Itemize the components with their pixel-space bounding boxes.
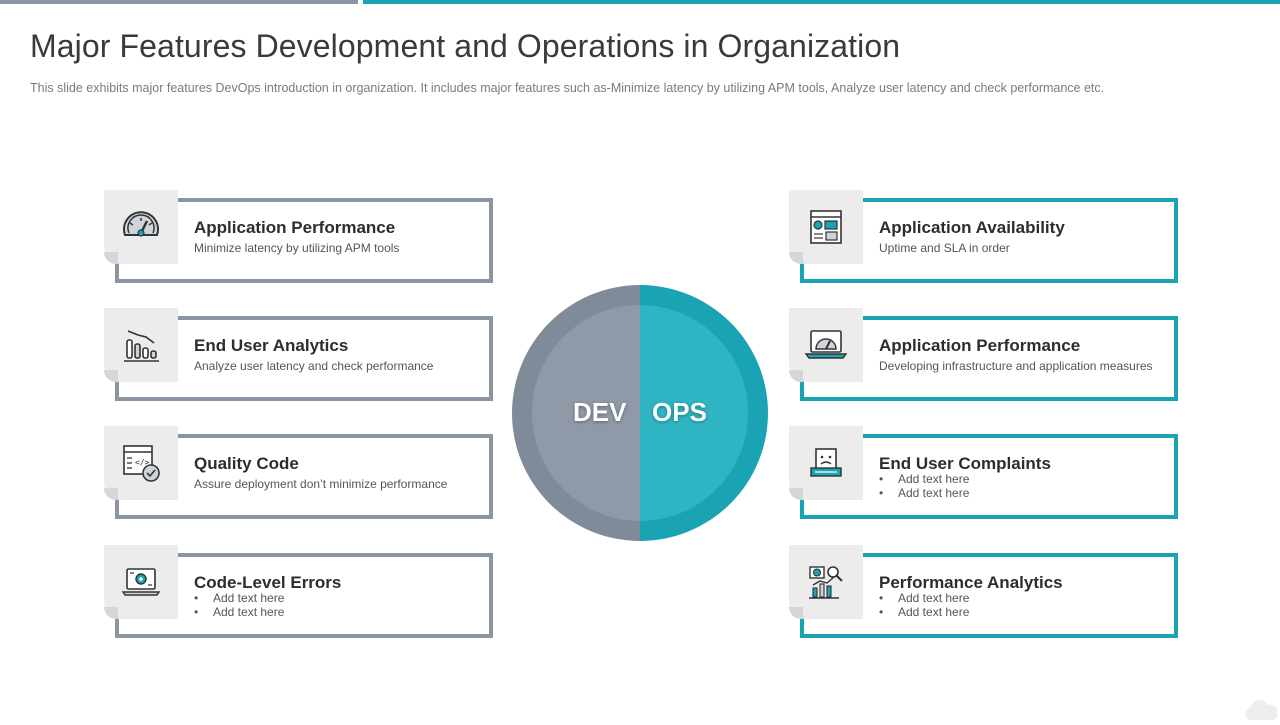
speedometer-icon bbox=[116, 202, 166, 252]
card-heading: End User Complaints bbox=[879, 454, 1051, 473]
dashboard-window-icon bbox=[801, 202, 851, 252]
card-bullet-list: Add text here Add text here bbox=[879, 591, 969, 619]
card-heading: End User Analytics bbox=[194, 336, 349, 355]
ops-card-application-availability: Application Availability Uptime and SLA … bbox=[789, 190, 1178, 283]
bar-chart-icon bbox=[116, 320, 166, 370]
list-item: Add text here bbox=[879, 472, 969, 486]
card-description: Developing infrastructure and applicatio… bbox=[879, 359, 1153, 373]
laptop-gear-icon bbox=[116, 557, 166, 607]
top-accent-bar-right bbox=[363, 0, 1280, 4]
ops-card-end-user-complaints: End User Complaints Add text here Add te… bbox=[789, 426, 1178, 519]
code-check-icon: </> bbox=[116, 438, 166, 488]
list-item: Add text here bbox=[879, 591, 969, 605]
card-description: Assure deployment don’t minimize perform… bbox=[194, 477, 448, 491]
dev-card-application-performance: Application Performance Minimize latency… bbox=[104, 190, 493, 283]
card-bullet-list: Add text here Add text here bbox=[194, 591, 284, 619]
top-accent-bar-left bbox=[0, 0, 358, 4]
devops-circle bbox=[512, 285, 768, 541]
svg-text:</>: </> bbox=[135, 458, 150, 467]
slide-subtitle: This slide exhibits major features DevOp… bbox=[30, 81, 1105, 95]
card-heading: Application Availability bbox=[879, 218, 1065, 237]
list-item: Add text here bbox=[194, 605, 284, 619]
ops-card-performance-analytics: Performance Analytics Add text here Add … bbox=[789, 545, 1178, 638]
card-heading: Quality Code bbox=[194, 454, 299, 473]
list-item: Add text here bbox=[879, 486, 969, 500]
sad-screen-icon bbox=[801, 438, 851, 488]
card-description: Analyze user latency and check performan… bbox=[194, 359, 434, 373]
card-description: Minimize latency by utilizing APM tools bbox=[194, 241, 400, 255]
dev-card-end-user-analytics: End User Analytics Analyze user latency … bbox=[104, 308, 493, 401]
dev-card-code-level-errors: Code-Level Errors Add text here Add text… bbox=[104, 545, 493, 638]
dev-card-quality-code: </> Quality Code Assure deployment don’t… bbox=[104, 426, 493, 519]
cloud-icon bbox=[1243, 693, 1279, 720]
analytics-icon bbox=[801, 557, 851, 607]
laptop-gauge-icon bbox=[801, 320, 851, 370]
card-heading: Application Performance bbox=[879, 336, 1081, 355]
ops-card-application-performance: Application Performance Developing infra… bbox=[789, 308, 1178, 401]
list-item: Add text here bbox=[194, 591, 284, 605]
card-bullet-list: Add text here Add text here bbox=[879, 472, 969, 500]
card-heading: Code-Level Errors bbox=[194, 573, 342, 592]
slide-title: Major Features Development and Operation… bbox=[30, 28, 901, 64]
ops-label: OPS bbox=[652, 397, 707, 427]
card-description: Uptime and SLA in order bbox=[879, 241, 1010, 255]
card-heading: Performance Analytics bbox=[879, 573, 1063, 592]
card-heading: Application Performance bbox=[194, 218, 396, 237]
dev-label: DEV bbox=[573, 397, 627, 427]
list-item: Add text here bbox=[879, 605, 969, 619]
